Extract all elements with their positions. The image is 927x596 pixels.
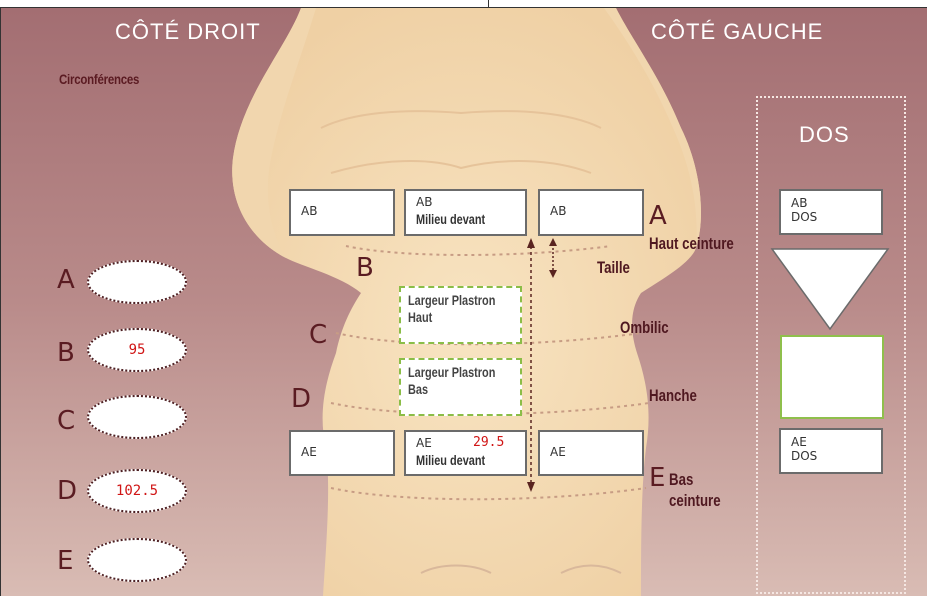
- ab-center-sublabel: Milieu devant: [416, 211, 485, 227]
- ae-center-label: AE: [416, 436, 432, 450]
- ae-center-sublabel: Milieu devant: [416, 452, 485, 468]
- plastron-bas-field[interactable]: Largeur Plastron Bas: [399, 358, 522, 416]
- top-divider: [488, 0, 489, 7]
- ae-left-field[interactable]: AE: [538, 430, 644, 476]
- dos-ab-line1: AB: [791, 196, 807, 210]
- label-ceinture: ceinture: [669, 491, 721, 511]
- circumference-letter-b: B: [57, 338, 75, 368]
- body-letter-a: A: [649, 201, 667, 231]
- label-hanche: Hanche: [649, 386, 697, 406]
- ab-left-label: AB: [550, 204, 566, 218]
- circumference-letter-a: A: [57, 265, 75, 295]
- dos-input-field[interactable]: [780, 335, 884, 419]
- circumference-letter-c: C: [57, 406, 75, 436]
- ae-center-value: 29.5: [473, 435, 504, 450]
- body-diagram: CÔTÉ DROIT CÔTÉ GAUCHE Circonférences A …: [1, 8, 927, 596]
- dos-ae-line2: DOS: [791, 449, 817, 463]
- circumference-field-a[interactable]: [87, 260, 187, 304]
- body-letter-e: E: [649, 463, 665, 493]
- circumference-letter-e: E: [57, 546, 73, 576]
- dos-title: DOS: [799, 122, 850, 148]
- ab-center-field[interactable]: AB Milieu devant: [404, 189, 527, 236]
- body-letter-b: B: [356, 253, 374, 283]
- title-right-side: CÔTÉ DROIT: [115, 19, 261, 45]
- dos-ae-line1: AE: [791, 435, 807, 449]
- body-letter-c: C: [309, 320, 327, 350]
- top-border: [0, 0, 927, 8]
- label-bas: Bas: [669, 470, 693, 490]
- label-ombilic: Ombilic: [620, 318, 669, 338]
- body-letter-d: D: [291, 384, 311, 414]
- ab-left-field[interactable]: AB: [538, 189, 644, 236]
- ab-right-label: AB: [301, 204, 317, 218]
- plastron-bas-line2: Bas: [408, 381, 428, 397]
- dos-ab-field[interactable]: AB DOS: [779, 189, 883, 235]
- label-haut-ceinture: Haut ceinture: [649, 234, 734, 254]
- circumference-field-b[interactable]: 95: [87, 328, 187, 372]
- ae-right-field[interactable]: AE: [289, 430, 395, 476]
- plastron-haut-line2: Haut: [408, 309, 432, 325]
- ae-center-field[interactable]: AE 29.5 Milieu devant: [404, 430, 527, 476]
- plastron-haut-field[interactable]: Largeur Plastron Haut: [399, 286, 522, 344]
- title-left-side: CÔTÉ GAUCHE: [651, 19, 823, 45]
- ae-left-label: AE: [550, 445, 566, 459]
- ab-center-label: AB: [416, 195, 432, 209]
- label-taille: Taille: [597, 258, 630, 278]
- circumferences-heading: Circonférences: [59, 71, 139, 87]
- dos-ae-field[interactable]: AE DOS: [779, 428, 883, 474]
- circumference-field-d[interactable]: 102.5: [87, 469, 187, 513]
- ae-right-label: AE: [301, 445, 317, 459]
- plastron-bas-line1: Largeur Plastron: [408, 364, 495, 380]
- circumference-field-c[interactable]: [87, 395, 187, 439]
- ab-right-field[interactable]: AB: [289, 189, 395, 236]
- circumference-letter-d: D: [57, 476, 77, 506]
- plastron-haut-line1: Largeur Plastron: [408, 292, 495, 308]
- dos-ab-line2: DOS: [791, 210, 817, 224]
- circumference-field-e[interactable]: [87, 538, 187, 582]
